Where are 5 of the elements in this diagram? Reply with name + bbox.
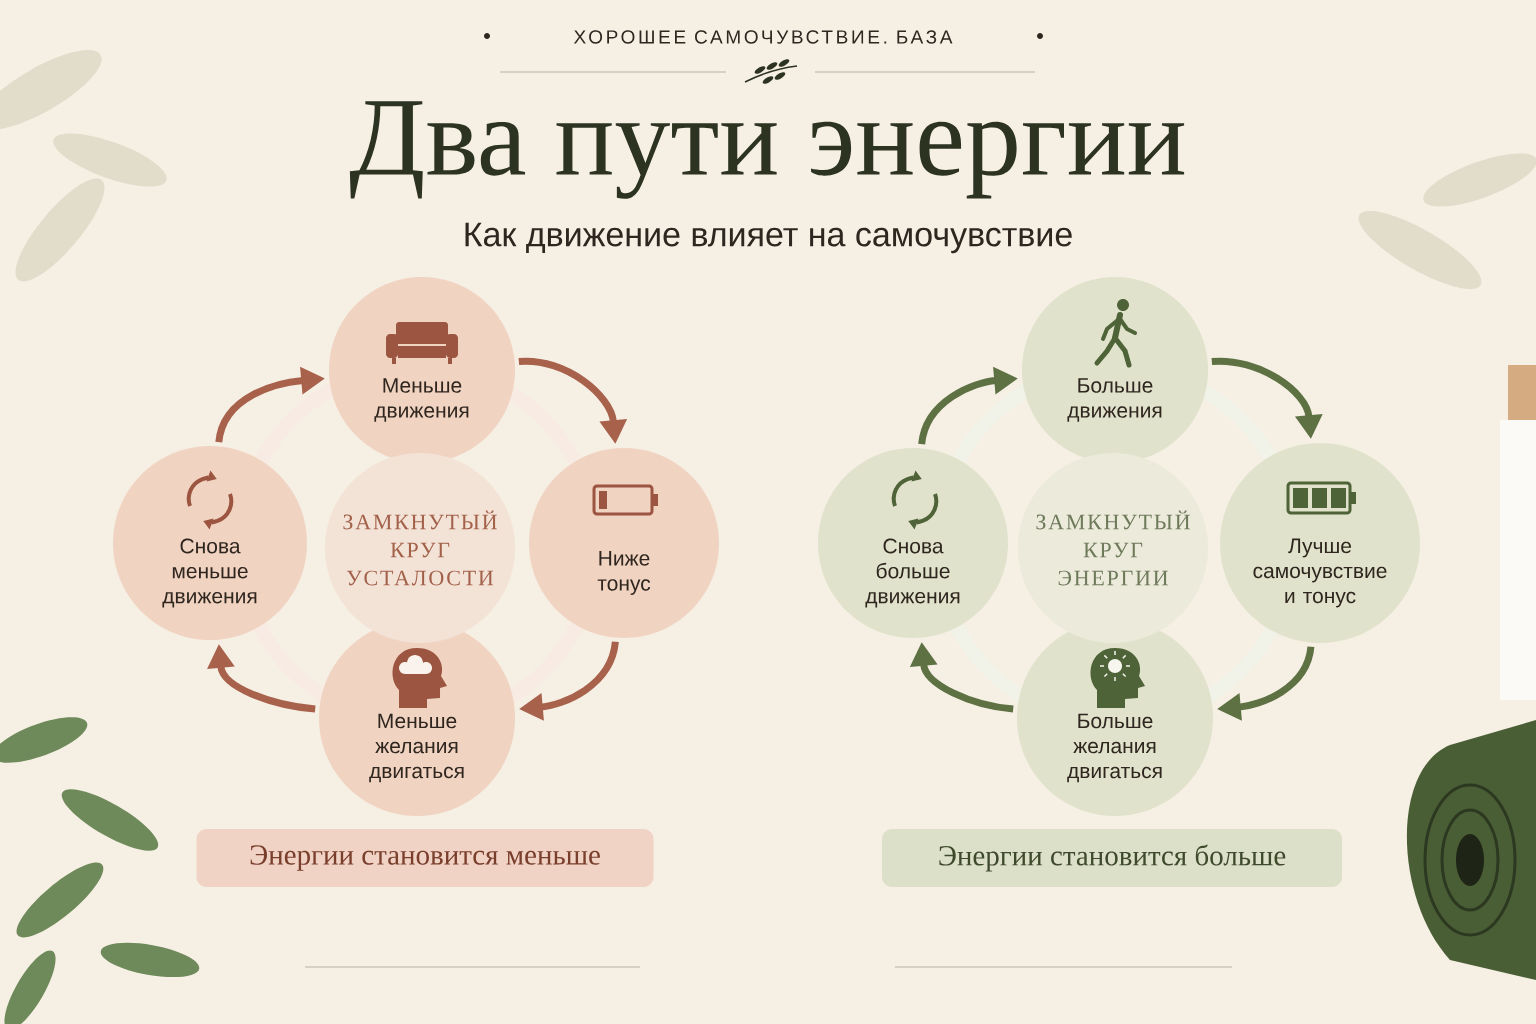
result-banner: Энергии становится больше <box>882 829 1342 887</box>
tagline: ХОРОШЕЕ САМОЧУВСТВИЕ. БАЗА <box>573 30 953 44</box>
title: Два пути энергии <box>349 101 1185 199</box>
subtitle: Как движение влияет на самочувствие <box>465 222 1072 254</box>
result-banner: Энергии становится меньше <box>196 829 654 887</box>
